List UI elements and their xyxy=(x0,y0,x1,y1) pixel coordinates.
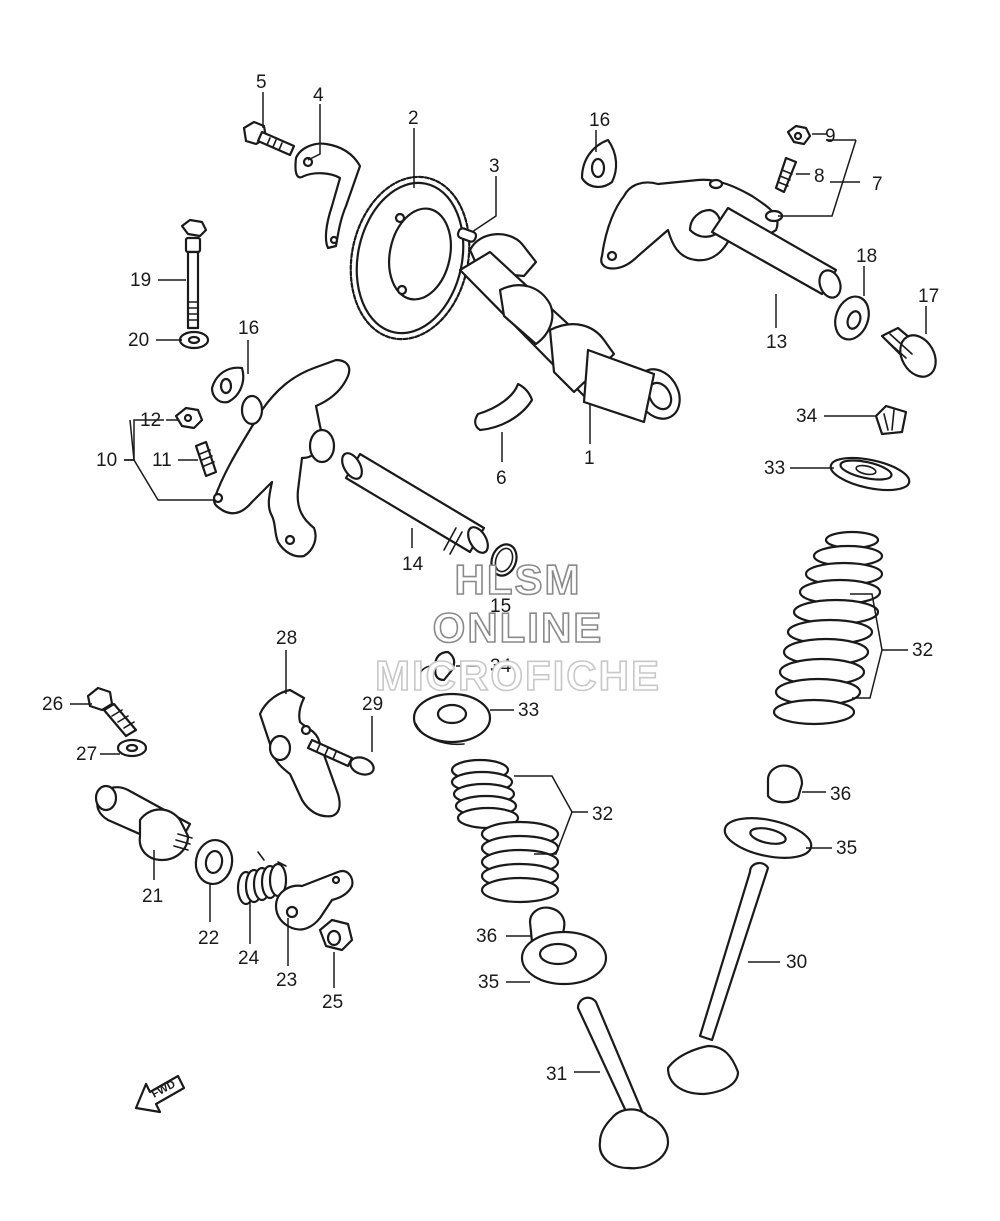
bolt-19 xyxy=(180,218,208,330)
rocker-arm-10 xyxy=(212,358,351,558)
callout-2: 2 xyxy=(408,108,419,129)
callout-36-mid: 36 xyxy=(476,926,497,947)
watermark-line-1: HLSM xyxy=(455,556,582,603)
callout-16-top: 16 xyxy=(589,110,610,131)
keeper-34-top xyxy=(874,404,908,436)
callout-32-right: 32 xyxy=(912,640,933,661)
callout-28: 28 xyxy=(276,628,297,649)
seal-36-right xyxy=(766,764,804,804)
callout-13: 13 xyxy=(766,332,787,353)
screw-11 xyxy=(194,440,218,478)
callout-14: 14 xyxy=(402,554,424,575)
sprocket-2 xyxy=(349,175,471,341)
callout-35-mid: 35 xyxy=(478,972,499,993)
callout-10: 10 xyxy=(96,450,117,471)
callout-36-right: 36 xyxy=(830,784,851,805)
keeper-34-mid xyxy=(419,650,456,682)
callout-31: 31 xyxy=(546,1064,567,1085)
callout-27: 27 xyxy=(76,744,97,765)
callout-21: 21 xyxy=(142,886,163,907)
screw-29 xyxy=(306,738,375,776)
callout-19: 19 xyxy=(130,270,151,291)
leader-lines xyxy=(70,92,927,1073)
callout-1: 1 xyxy=(584,448,595,469)
shaft-14 xyxy=(341,452,489,555)
o-ring-15 xyxy=(490,543,518,577)
retainer-33-mid xyxy=(412,692,492,746)
callout-32-mid: 32 xyxy=(592,804,613,825)
plate-4 xyxy=(294,142,362,250)
shaft-21 xyxy=(94,784,193,862)
plate-23 xyxy=(274,870,354,931)
callout-5: 5 xyxy=(256,72,267,93)
fwd-arrow-icon: FWD xyxy=(134,1074,186,1114)
washer-27 xyxy=(116,738,148,758)
bolt-5 xyxy=(242,120,296,157)
callout-20: 20 xyxy=(128,330,149,351)
watermark-line-2: ONLINE xyxy=(433,604,604,651)
callout-9: 9 xyxy=(825,126,836,147)
spring-24 xyxy=(236,851,288,906)
valve-30 xyxy=(666,862,770,1096)
screw-8 xyxy=(774,156,798,194)
watermark-line-3: MICROFICHE xyxy=(375,652,661,699)
callout-35-right: 35 xyxy=(836,838,857,859)
callout-25: 25 xyxy=(322,992,343,1013)
washer-18 xyxy=(834,295,870,341)
callout-33-mid: 33 xyxy=(518,700,539,721)
callout-26: 26 xyxy=(42,694,63,715)
callout-11: 11 xyxy=(152,450,172,471)
clip-6 xyxy=(474,382,534,432)
callout-23: 23 xyxy=(276,970,297,991)
callout-7: 7 xyxy=(872,174,883,195)
callout-8: 8 xyxy=(814,166,825,187)
callout-30: 30 xyxy=(786,952,807,973)
watermark: HLSM ONLINE MICROFICHE xyxy=(374,555,661,700)
callout-17: 17 xyxy=(918,286,939,307)
callout-16-left: 16 xyxy=(238,318,259,339)
camshaft-1 xyxy=(458,233,681,424)
callout-3: 3 xyxy=(489,156,500,177)
nut-9 xyxy=(786,124,812,146)
callout-34-top: 34 xyxy=(796,406,818,427)
callout-12: 12 xyxy=(140,410,161,431)
callout-24: 24 xyxy=(238,948,260,969)
spring-32-outer xyxy=(480,820,560,904)
callout-18: 18 xyxy=(856,246,877,267)
callout-22: 22 xyxy=(198,928,219,949)
washer-20 xyxy=(178,330,210,350)
spring-32-inner xyxy=(450,758,520,830)
nut-25 xyxy=(318,918,354,952)
callout-33-top: 33 xyxy=(764,458,785,479)
callout-6: 6 xyxy=(496,468,507,489)
plug-17 xyxy=(880,326,937,378)
washer-22 xyxy=(194,839,234,885)
callout-34-mid: 34 xyxy=(490,656,512,677)
seat-35-mid xyxy=(520,930,608,986)
spring-32-right xyxy=(772,530,884,726)
seat-35-right xyxy=(723,817,813,859)
callout-29: 29 xyxy=(362,694,383,715)
callout-4: 4 xyxy=(313,85,324,106)
retainer-33-top xyxy=(829,456,911,492)
valve-31 xyxy=(576,996,670,1170)
shaft-13 xyxy=(710,206,842,299)
callout-15: 15 xyxy=(490,596,511,617)
pin-3 xyxy=(456,227,478,243)
nut-12 xyxy=(174,406,204,430)
callouts: 5 4 2 3 16 9 8 7 18 17 13 1 6 19 20 16 1… xyxy=(42,72,939,1085)
washer-16-top xyxy=(580,138,618,188)
bolt-26 xyxy=(86,686,138,738)
bracket-28 xyxy=(258,688,341,818)
washer-16-left xyxy=(210,366,245,404)
